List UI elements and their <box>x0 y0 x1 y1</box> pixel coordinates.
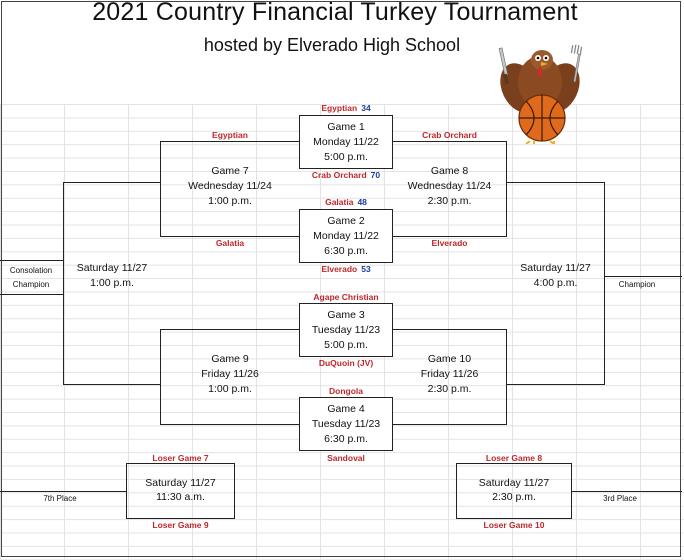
consolation-label: Consolation <box>9 266 53 275</box>
third-place-day: Saturday 11/27 <box>478 477 550 489</box>
game-7-name: Game 7 <box>211 165 249 177</box>
team-label: DuQuoin (JV) <box>318 358 374 368</box>
game-1-time: 5:00 p.m. <box>324 151 368 163</box>
team-label: Egyptian <box>212 130 248 140</box>
game-10-day: Friday 11/26 <box>420 368 479 380</box>
page-title: 2021 Country Financial Turkey Tournament <box>92 0 578 26</box>
turkey-with-basketball-icon <box>498 44 583 144</box>
game-8-time: 2:30 p.m. <box>427 195 472 207</box>
team-label: Elverado <box>431 238 468 248</box>
team-label: Dongola <box>329 386 363 396</box>
team-label: Agape Christian <box>313 292 379 302</box>
game-9-day: Friday 11/26 <box>201 368 259 380</box>
team-score: 70 <box>370 170 381 180</box>
game-2-name: Game 2 <box>327 215 365 227</box>
team-name: Egyptian <box>321 103 358 113</box>
line <box>160 141 161 237</box>
seventh-place-time: 11:30 a.m. <box>156 491 205 503</box>
team-label: Galatia <box>215 238 245 248</box>
team-name: Galatia <box>325 197 354 207</box>
championship-day: Saturday 11/27 <box>520 262 591 274</box>
third-place-time: 2:30 p.m. <box>492 491 536 503</box>
team-label: Loser Game 10 <box>483 520 545 530</box>
seventh-place-day: Saturday 11/27 <box>145 477 216 489</box>
team-label: Loser Game 8 <box>485 453 543 463</box>
line <box>392 236 506 237</box>
line <box>160 329 161 425</box>
game-1-day: Monday 11/22 <box>313 136 379 148</box>
line <box>63 384 161 385</box>
game-9-time: 1:00 p.m. <box>208 383 252 395</box>
team-label: Loser Game 7 <box>152 453 209 463</box>
line <box>456 463 572 464</box>
game-8-name: Game 8 <box>430 165 469 177</box>
game-9-name: Game 9 <box>211 353 249 365</box>
page-subtitle: hosted by Elverado High School <box>203 35 461 55</box>
game-4-name: Game 4 <box>327 403 365 415</box>
game-7-time: 1:00 p.m. <box>208 195 252 207</box>
line <box>126 518 235 519</box>
line <box>506 329 507 425</box>
game-3-day: Tuesday 11/23 <box>311 324 381 336</box>
game-4-box <box>299 397 393 451</box>
team-label: Loser Game 9 <box>152 520 209 530</box>
team-score: 53 <box>361 264 371 274</box>
consolation-champion-label: Champion <box>12 280 50 289</box>
line <box>604 182 605 385</box>
seventh-place-label: 7th Place <box>43 494 77 503</box>
line <box>0 260 64 261</box>
line <box>456 463 457 519</box>
line <box>392 141 506 142</box>
team-label: Sandoval <box>327 453 365 463</box>
game-1-box <box>299 115 393 169</box>
third-place-label: 3rd Place <box>603 494 637 503</box>
line <box>392 424 506 425</box>
line <box>392 329 506 330</box>
line <box>571 491 682 492</box>
championship-time: 4:00 p.m. <box>533 277 578 289</box>
line <box>160 329 299 330</box>
line <box>506 384 605 385</box>
game-4-day: Tuesday 11/23 <box>311 418 381 430</box>
game-3-name: Game 3 <box>327 309 365 321</box>
line <box>160 424 299 425</box>
game-2-time: 6:30 p.m. <box>324 245 368 257</box>
game-4-time: 6:30 p.m. <box>324 433 368 445</box>
line <box>160 236 299 237</box>
game-2-box <box>299 209 393 263</box>
line <box>506 182 605 183</box>
game-3-time: 5:00 p.m. <box>324 339 368 351</box>
game-2-day: Monday 11/22 <box>313 230 379 242</box>
line <box>456 518 572 519</box>
consolation-final-time: 1:00 p.m. <box>90 277 134 289</box>
consolation-final-day: Saturday 11/27 <box>76 262 148 274</box>
game-7-day: Wednesday 11/24 <box>188 180 272 192</box>
team-name: Elverado <box>321 264 358 274</box>
game-10-time: 2:30 p.m. <box>427 383 472 395</box>
line <box>160 141 299 142</box>
team-score: 48 <box>357 197 367 207</box>
line <box>604 276 682 277</box>
line <box>0 294 64 295</box>
team-label: Crab Orchard <box>422 130 477 140</box>
line <box>63 182 161 183</box>
line <box>234 463 235 519</box>
line <box>506 141 507 237</box>
line <box>63 182 64 385</box>
game-8-day: Wednesday 11/24 <box>407 180 492 192</box>
line <box>0 491 127 492</box>
game-1-name: Game 1 <box>327 121 365 133</box>
line <box>126 463 235 464</box>
game-3-box <box>299 303 393 357</box>
champion-label: Champion <box>618 280 656 289</box>
team-score: 34 <box>361 103 371 113</box>
team-name: Crab Orchard <box>311 170 367 180</box>
game-10-name: Game 10 <box>427 353 472 365</box>
